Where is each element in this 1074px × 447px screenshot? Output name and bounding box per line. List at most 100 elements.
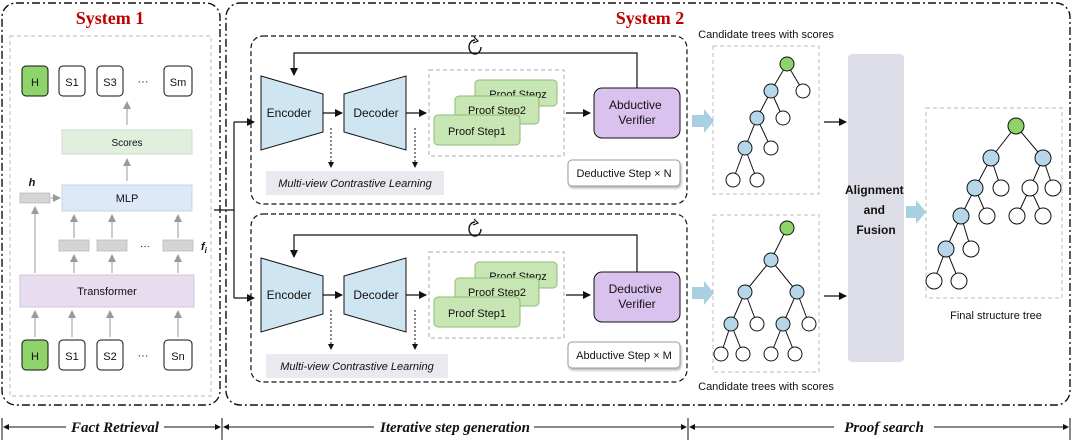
token-sn-bottom	[163, 339, 193, 371]
token-dots-bottom: ···	[138, 350, 149, 362]
deductive-verifier-box	[593, 271, 681, 323]
contrastive-label-bottom: Multi-view Contrastive Learning	[280, 361, 434, 373]
tree-inner-node	[737, 284, 753, 300]
tree-inner-node	[789, 284, 805, 300]
abductive-verifier-box	[593, 87, 681, 139]
loop-icon-bottom	[468, 221, 482, 237]
tree-leaf-node	[992, 179, 1010, 197]
tree-inner-node	[982, 149, 1000, 167]
candidate-tree-top	[725, 56, 811, 188]
abductive-verifier-label: Abductive Verifier	[609, 98, 665, 127]
decoder-trapezoid	[343, 75, 407, 151]
transformer-label: Transformer	[77, 286, 137, 298]
scores-label: Scores	[111, 138, 142, 149]
system1-panel: System 1 H S1 S3 ··· Sm Scores MLP h	[1, 2, 221, 406]
token-h-top	[21, 65, 49, 97]
tree-leaf-node	[749, 316, 765, 332]
token-s1-top	[58, 65, 86, 97]
fact-retrieval-label: Fact Retrieval	[70, 420, 160, 436]
abductive-step-box	[567, 341, 681, 369]
tree-leaf-node	[1021, 179, 1039, 197]
tree-inner-node	[952, 207, 970, 225]
system1-title: System 1	[76, 8, 145, 28]
stage-timeline: Fact Retrieval Iterative step generation…	[1, 418, 1071, 440]
tree-leaf-node	[763, 140, 779, 156]
tree-leaf-node	[749, 172, 765, 188]
deductive-step-box	[567, 159, 681, 187]
tree-inner-node	[763, 83, 779, 99]
loop-icon	[468, 39, 482, 55]
abductive-step-label: Abductive Step × M	[576, 350, 672, 362]
encoder-trapezoid-bottom	[260, 257, 324, 333]
block-arrow-bottom	[692, 281, 714, 305]
candidate-tree-box-top	[712, 45, 820, 195]
block-arrow-top	[692, 109, 714, 133]
token-s2-bottom-label: S2	[103, 351, 116, 363]
scores-box	[61, 129, 193, 155]
token-sm-top	[163, 65, 193, 97]
fusion-box	[848, 54, 904, 362]
system2-panel: System 2 Encoder Decoder Proof Stepz Pro…	[225, 2, 1071, 406]
token-s1-bottom	[58, 339, 86, 371]
tree-root-node	[1007, 117, 1025, 135]
tree-leaf-node	[775, 110, 791, 126]
block-arrow-fusion	[906, 200, 926, 224]
tree-inner-node	[937, 240, 955, 258]
token-h-top-label: H	[31, 77, 39, 89]
proof-step-label-1: Proof Step1	[448, 126, 506, 138]
deductive-step-label: Deductive Step × N	[576, 168, 671, 180]
decoder-trapezoid-bottom	[343, 257, 407, 333]
tree-inner-node	[737, 140, 753, 156]
tree-inner-node	[723, 316, 739, 332]
candidate-top-label: Candidate trees with scores	[698, 29, 834, 41]
h-label: h	[29, 177, 36, 189]
proof-step-label-2-bottom: Proof Step2	[468, 287, 526, 299]
encoder-trapezoid	[260, 75, 324, 151]
contrastive-box-top	[266, 171, 444, 195]
tree-leaf-node	[925, 272, 943, 290]
tree-leaf-node	[787, 346, 803, 362]
proof-step-label-1-bottom: Proof Step1	[448, 308, 506, 320]
final-tree-box	[925, 107, 1063, 299]
proof-step-card-1-bottom	[433, 296, 521, 328]
token-s1-bottom-label: S1	[65, 351, 78, 363]
proof-steps-group-bottom	[428, 251, 565, 339]
candidate-tree-box-bottom	[712, 214, 820, 373]
tree-leaf-node	[735, 346, 751, 362]
system2-title: System 2	[616, 8, 685, 28]
token-s2-bottom	[96, 339, 124, 371]
tree-inner-node	[775, 316, 791, 332]
bottom-token-row: H S1 S2 ··· Sn	[21, 339, 193, 371]
final-structure-tree	[925, 117, 1062, 290]
proof-search-label: Proof search	[844, 420, 924, 436]
top-branch: Encoder Decoder Proof Stepz Proof Step2 …	[250, 35, 688, 205]
token-dots-top: ···	[138, 76, 149, 88]
tree-leaf-node	[962, 240, 980, 258]
proof-step-card-1	[433, 114, 521, 146]
transformer-box	[19, 274, 195, 308]
proof-step-label-2: Proof Step2	[468, 105, 526, 117]
f-label: fi	[201, 241, 208, 255]
iterative-step-label: Iterative step generation	[379, 420, 530, 436]
tree-inner-node	[749, 110, 765, 126]
tree-leaf-node	[1044, 179, 1062, 197]
token-sm-top-label: Sm	[170, 77, 187, 89]
decoder-label-bottom: Decoder	[353, 288, 398, 302]
tree-leaf-node	[795, 83, 811, 99]
feature-row: ···	[58, 239, 194, 252]
tree-root-node	[779, 56, 795, 72]
tree-leaf-node	[713, 346, 729, 362]
tree-leaf-node	[1034, 207, 1052, 225]
candidate-bottom-label: Candidate trees with scores	[698, 381, 834, 393]
tree-leaf-node	[725, 172, 741, 188]
token-sn-bottom-label: Sn	[171, 351, 184, 363]
token-s3-top-label: S3	[103, 77, 116, 89]
fusion-label: Alignment and Fusion	[845, 183, 907, 237]
decoder-label: Decoder	[353, 106, 398, 120]
encoder-label-bottom: Encoder	[267, 288, 312, 302]
contrastive-label-top: Multi-view Contrastive Learning	[278, 178, 432, 190]
bottom-branch: Encoder Decoder Proof Stepz Proof Step2 …	[250, 213, 688, 383]
feature-dots: ···	[140, 241, 150, 252]
contrastive-box-bottom	[266, 354, 448, 378]
